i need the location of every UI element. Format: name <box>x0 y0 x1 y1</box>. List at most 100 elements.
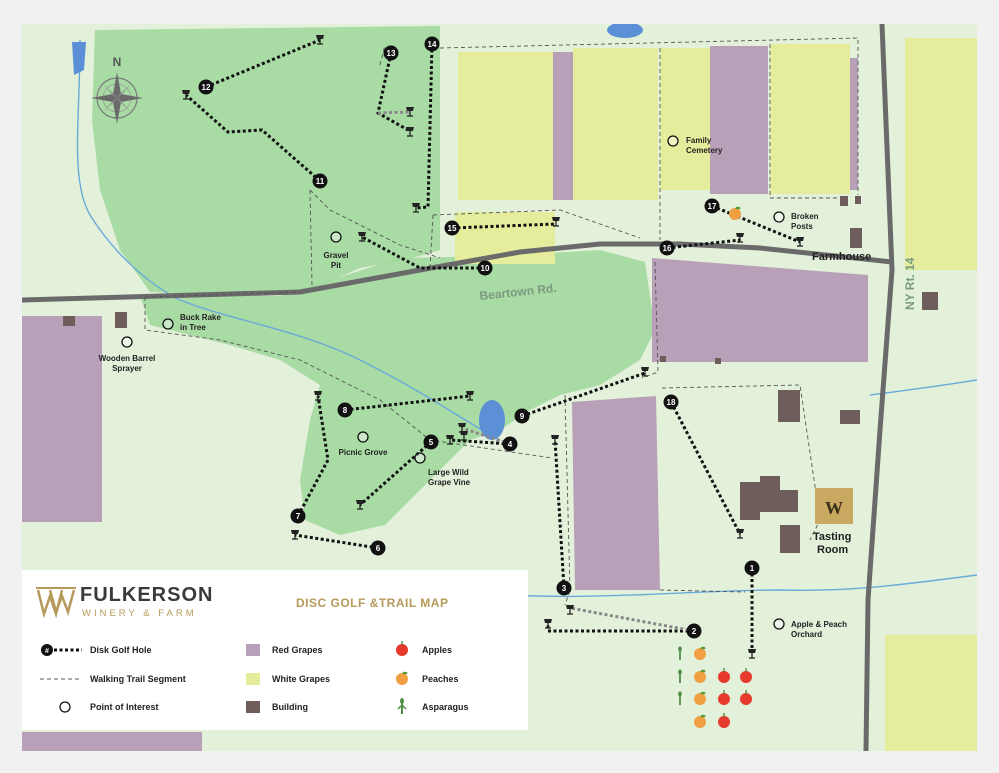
peach-icon <box>694 646 706 660</box>
basket-icon <box>544 619 552 629</box>
poi-label: Apple & Peach <box>791 620 847 629</box>
hole-number: 3 <box>562 584 567 593</box>
basket-icon <box>314 391 322 401</box>
fairway <box>666 238 741 250</box>
building <box>850 228 862 248</box>
hole-number: 2 <box>692 627 697 636</box>
fairway <box>711 204 801 244</box>
hole-number: 10 <box>481 264 490 273</box>
tasting-room-logo: W <box>815 488 853 524</box>
legend-peaches: Peaches <box>422 674 459 684</box>
legend-building: Building <box>272 702 308 712</box>
legend-point-of-interest: Point of Interest <box>90 702 159 712</box>
basket-icon <box>552 217 560 227</box>
fairway <box>546 622 694 633</box>
map-canvas[interactable]: Beartown Rd. NY Rt. 14 <box>22 24 977 751</box>
building <box>778 390 800 422</box>
fairway <box>185 93 321 183</box>
legend-peach-icon <box>396 671 408 685</box>
poi-label: Cemetery <box>686 146 723 155</box>
hole-marker[interactable]: 10 <box>477 260 493 276</box>
poi-marker-icon <box>667 135 679 147</box>
hole-number: 5 <box>429 438 434 447</box>
legend-red-grapes-swatch <box>246 644 260 656</box>
map-frame: Beartown Rd. NY Rt. 14 <box>22 24 977 751</box>
building <box>740 476 798 520</box>
fairway <box>415 43 434 210</box>
hole-marker[interactable]: 2 <box>686 623 702 639</box>
hole-number: 14 <box>428 40 437 49</box>
poi-label: Grape Vine <box>428 478 471 487</box>
hole-marker[interactable]: 16 <box>659 240 675 256</box>
trail-segment <box>769 44 840 199</box>
trail-segment <box>309 189 313 286</box>
basket-icon <box>356 500 364 510</box>
white-grapes-block <box>458 52 553 200</box>
red-grapes-block <box>22 732 202 751</box>
hole-marker[interactable]: 8 <box>337 402 353 418</box>
hole-marker[interactable]: 6 <box>370 540 386 556</box>
hole-marker[interactable]: 15 <box>444 220 460 236</box>
fairway <box>344 394 471 412</box>
pond-central <box>479 400 505 440</box>
hole-number: 4 <box>508 440 513 449</box>
poi-label: Buck Rake <box>180 313 221 322</box>
hole-marker[interactable]: 13 <box>383 45 399 61</box>
basket-icon <box>291 530 299 540</box>
white-grapes-block <box>905 38 977 270</box>
hole-marker[interactable]: 7 <box>290 508 306 524</box>
poi-label: Orchard <box>791 630 822 639</box>
legend-disc-golf-hole: Disk Golf Hole <box>90 645 152 655</box>
legend-panel: FULKERSON WINERY & FARM DISC GOLF &TRAIL… <box>22 570 528 730</box>
brand-subtitle: WINERY & FARM <box>82 608 197 619</box>
hole-marker[interactable]: 18 <box>663 394 679 410</box>
basket-icon <box>566 605 574 615</box>
stream-south <box>509 574 977 598</box>
legend-hole-symbol: # <box>45 648 49 655</box>
apple-icon <box>740 690 752 705</box>
apple-icon <box>718 668 730 683</box>
poi-label: Pit <box>331 261 342 270</box>
building <box>115 312 127 328</box>
pond-north <box>607 24 643 38</box>
hole-marker[interactable]: 5 <box>423 434 439 450</box>
building <box>660 356 666 362</box>
hole-marker[interactable]: 17 <box>704 198 720 214</box>
hole-marker[interactable]: 4 <box>502 436 518 452</box>
hole-marker[interactable]: 11 <box>312 173 328 189</box>
compass-north-label: N <box>113 55 122 69</box>
legend-white-grapes: White Grapes <box>272 674 331 684</box>
building <box>715 358 721 364</box>
legend-white-grapes-swatch <box>246 673 260 685</box>
hole-marker[interactable]: 3 <box>556 580 572 596</box>
trail-segment <box>429 214 434 269</box>
hole-marker[interactable]: 14 <box>424 36 440 52</box>
trail-segment <box>379 44 386 66</box>
fairway <box>359 440 432 507</box>
apple-icon <box>740 668 752 683</box>
trail-segment <box>144 291 301 298</box>
hole-marker[interactable]: 12 <box>198 79 214 95</box>
basket-icon <box>736 233 744 243</box>
hole-number: 15 <box>448 224 457 233</box>
asparagus-icon <box>678 669 682 683</box>
basket-icon <box>316 35 324 45</box>
hole-marker[interactable]: 9 <box>514 408 530 424</box>
fairway-alt <box>461 426 511 446</box>
hole-number: 18 <box>667 398 676 407</box>
basket-icon <box>551 435 559 445</box>
basket-icon <box>358 232 366 242</box>
fairway <box>296 395 330 517</box>
hole-marker[interactable]: 1 <box>744 560 760 576</box>
poi-picnic-grove[interactable]: Picnic Grove <box>339 431 388 457</box>
fairway <box>553 439 566 589</box>
